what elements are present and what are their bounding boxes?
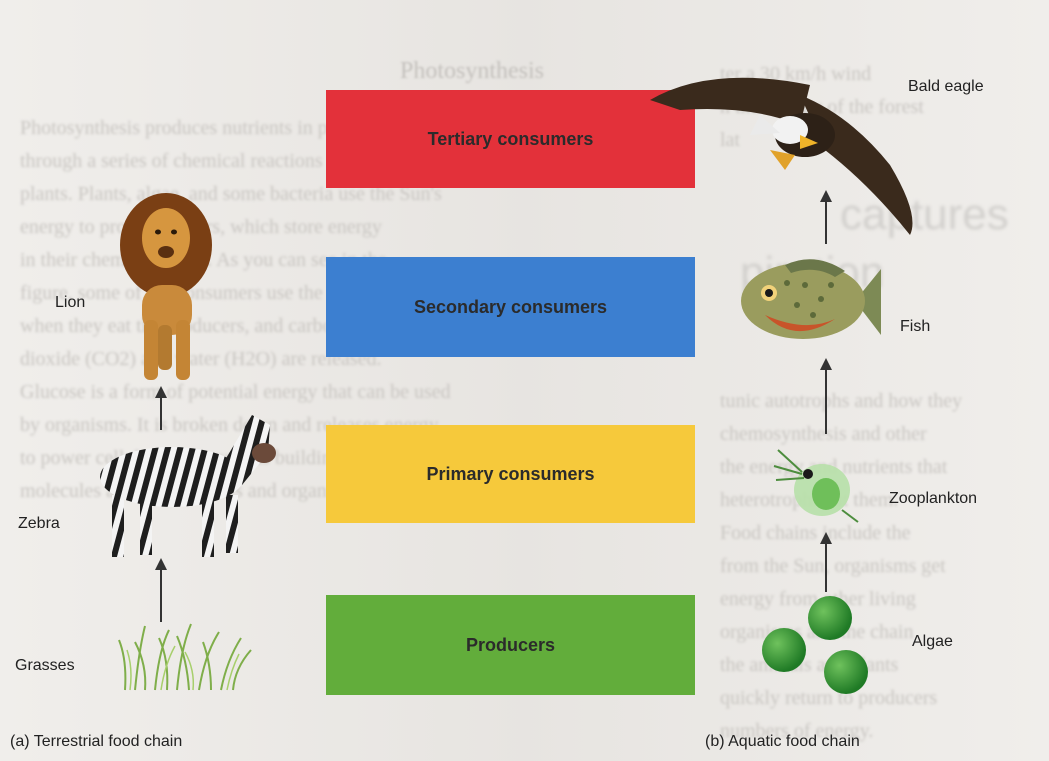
producers-bar: Producers xyxy=(326,595,695,695)
arrow-algae-to-zooplankton xyxy=(820,532,832,592)
algae-label: Algae xyxy=(912,633,953,650)
ghost-big-1: captures xyxy=(840,190,1009,239)
grasses-label: Grasses xyxy=(15,657,75,674)
zooplankton-icon xyxy=(773,449,859,523)
primary-consumers-bar: Primary consumers xyxy=(326,425,695,523)
bald-eagle-icon xyxy=(650,77,913,235)
grass-icon xyxy=(118,623,252,691)
primary-consumers-label: Primary consumers xyxy=(426,463,595,484)
arrow-fish-to-eagle xyxy=(820,190,832,244)
lion-label: Lion xyxy=(55,294,86,311)
zooplankton-label: Zooplankton xyxy=(889,490,978,507)
ghost-text-right: tunic autotrophs and how they chemosynth… xyxy=(720,390,963,742)
zebra-icon xyxy=(100,415,276,557)
producers-label: Producers xyxy=(465,634,556,655)
arrow-zebra-to-lion xyxy=(155,386,167,430)
arrow-zooplankton-to-fish xyxy=(820,358,832,434)
zebra-label: Zebra xyxy=(18,515,60,532)
lion-icon xyxy=(120,193,212,380)
tertiary-consumers-label: Tertiary consumers xyxy=(427,128,594,149)
tertiary-consumers-bar: Tertiary consumers xyxy=(326,90,695,188)
algae-icon xyxy=(762,596,868,694)
secondary-consumers-bar: Secondary consumers xyxy=(326,257,695,357)
fish-icon xyxy=(741,259,881,339)
fish-label: Fish xyxy=(900,318,931,335)
ghost-heading: Photosynthesis xyxy=(400,58,545,84)
aquatic-caption: (b) Aquatic food chain xyxy=(705,733,860,750)
arrow-grass-to-zebra xyxy=(155,558,167,622)
bald-eagle-label: Bald eagle xyxy=(908,78,984,95)
secondary-consumers-label: Secondary consumers xyxy=(413,296,608,317)
terrestrial-caption: (a) Terrestrial food chain xyxy=(10,733,183,750)
